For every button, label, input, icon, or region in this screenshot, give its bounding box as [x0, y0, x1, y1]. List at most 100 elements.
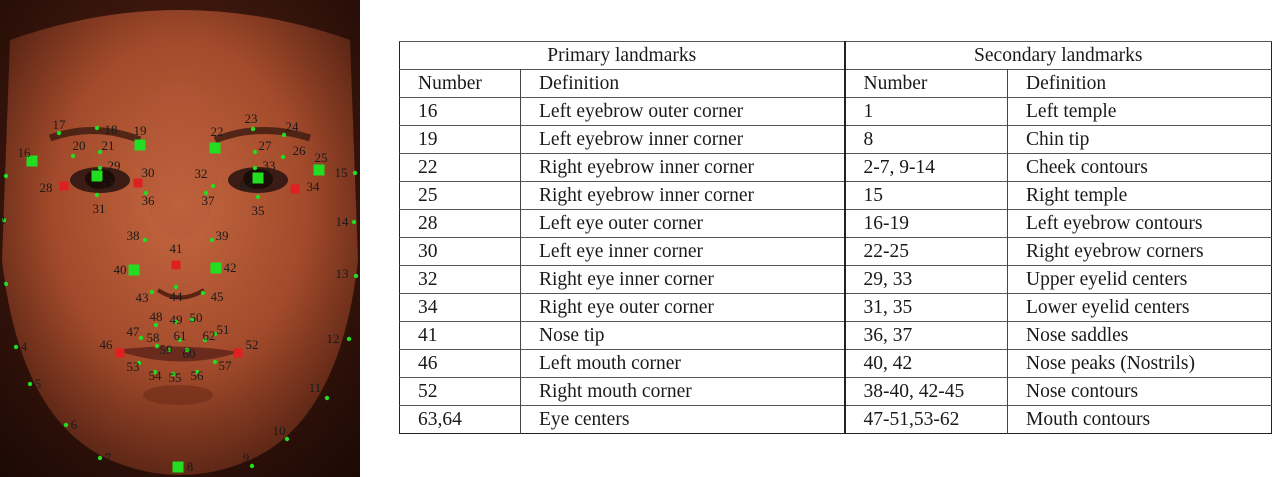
secondary-landmark-marker — [97, 165, 103, 171]
secondary-landmark-marker — [346, 336, 352, 342]
landmark-label: 48 — [150, 309, 163, 324]
landmark-label: 52 — [246, 337, 259, 352]
primary-landmark-marker — [290, 184, 300, 194]
secondary-landmark-marker — [91, 170, 103, 182]
landmark-label: 36 — [142, 193, 156, 208]
landmark-label: 62 — [203, 328, 216, 343]
primary-number-cell: 46 — [399, 349, 521, 378]
secondary-landmark-marker — [353, 273, 359, 279]
landmark-markers: 1234567891011121314151617181920212223242… — [0, 111, 359, 474]
primary-number-cell: 34 — [399, 293, 521, 322]
secondary-landmark-marker — [249, 463, 255, 469]
landmark-label: 2 — [0, 212, 5, 227]
secondary-landmark-marker — [184, 347, 190, 353]
secondary-definition-cell: Chin tip — [1007, 125, 1272, 154]
primary-landmark-marker — [115, 348, 125, 358]
landmark-label: 57 — [219, 358, 233, 373]
secondary-landmark-marker — [142, 237, 148, 243]
secondary-landmark-marker — [252, 165, 258, 171]
landmark-label: 46 — [100, 337, 114, 352]
landmark-label: 42 — [224, 260, 237, 275]
secondary-landmark-marker — [250, 126, 256, 132]
secondary-landmark-marker — [351, 219, 357, 225]
secondary-definition-cell: Upper eyelid centers — [1007, 265, 1272, 294]
landmark-label: 43 — [136, 290, 149, 305]
secondary-landmark-marker — [26, 155, 38, 167]
landmark-label: 21 — [102, 138, 115, 153]
primary-definition-cell: Right eye inner corner — [520, 265, 846, 294]
primary-number-cell: 32 — [399, 265, 521, 294]
secondary-number-cell: 1 — [844, 97, 1008, 126]
landmark-label: 5 — [35, 376, 42, 391]
secondary-landmark-marker — [94, 192, 100, 198]
landmark-label: 16 — [18, 145, 32, 160]
secondary-number-cell: 29, 33 — [844, 265, 1008, 294]
landmark-label: 33 — [263, 158, 276, 173]
secondary-number-cell: 36, 37 — [844, 321, 1008, 350]
secondary-landmark-marker — [3, 281, 9, 287]
secondary-landmark-marker — [70, 153, 76, 159]
landmark-table: Primary landmarks Secondary landmarks Nu… — [399, 41, 1273, 434]
primary-landmark-marker — [59, 181, 69, 191]
primary-definition-cell: Left eye inner corner — [520, 237, 846, 266]
secondary-number-cell: 40, 42 — [844, 349, 1008, 378]
landmark-label: 51 — [217, 322, 230, 337]
landmark-label: 64 — [240, 178, 254, 193]
primary-landmark-marker — [133, 178, 143, 188]
secondary-landmark-marker — [154, 343, 160, 349]
landmark-label: 20 — [73, 138, 86, 153]
landmark-label: 24 — [286, 119, 300, 134]
secondary-landmark-marker — [209, 237, 215, 243]
landmark-label: 23 — [245, 111, 258, 126]
secondary-landmark-marker — [189, 317, 195, 323]
landmark-label: 54 — [149, 368, 163, 383]
secondary-definition-cell: Right eyebrow corners — [1007, 237, 1272, 266]
secondary-landmark-marker — [63, 422, 69, 428]
secondary-landmarks-header: Secondary landmarks — [844, 41, 1272, 70]
landmark-label: 34 — [307, 179, 321, 194]
landmark-label: 41 — [170, 241, 183, 256]
secondary-landmark-marker — [94, 125, 100, 131]
secondary-landmark-marker — [210, 183, 216, 189]
landmark-label: 25 — [315, 150, 328, 165]
landmark-label: 32 — [195, 166, 208, 181]
landmark-label: 58 — [147, 330, 160, 345]
secondary-landmark-marker — [210, 262, 222, 274]
secondary-number-cell: 31, 35 — [844, 293, 1008, 322]
primary-landmarks-header: Primary landmarks — [399, 41, 846, 70]
landmark-label: 55 — [169, 370, 182, 385]
primary-definition-cell: Left eye outer corner — [520, 209, 846, 238]
secondary-landmark-marker — [173, 284, 179, 290]
landmark-label: 44 — [170, 289, 184, 304]
primary-number-cell: 16 — [399, 97, 521, 126]
landmark-label: 11 — [309, 380, 322, 395]
landmark-label: 14 — [336, 214, 350, 229]
secondary-landmark-marker — [209, 142, 221, 154]
face-photo: 1234567891011121314151617181920212223242… — [0, 0, 360, 477]
landmark-label: 13 — [336, 266, 349, 281]
landmark-label: 29 — [108, 158, 121, 173]
secondary-landmark-marker — [177, 337, 183, 343]
primary-definition-cell: Right mouth corner — [520, 377, 846, 406]
secondary-landmark-marker — [194, 369, 200, 375]
secondary-landmark-marker — [170, 371, 176, 377]
secondary-landmark-marker — [313, 164, 325, 176]
landmark-label: 35 — [252, 203, 265, 218]
secondary-landmark-marker — [167, 347, 173, 353]
landmark-label: 39 — [216, 228, 229, 243]
secondary-landmark-marker — [252, 149, 258, 155]
landmark-label: 61 — [174, 328, 187, 343]
primary-definition-cell: Left eyebrow inner corner — [520, 125, 846, 154]
landmark-label: 38 — [127, 228, 140, 243]
secondary-definition-cell: Cheek contours — [1007, 153, 1272, 182]
